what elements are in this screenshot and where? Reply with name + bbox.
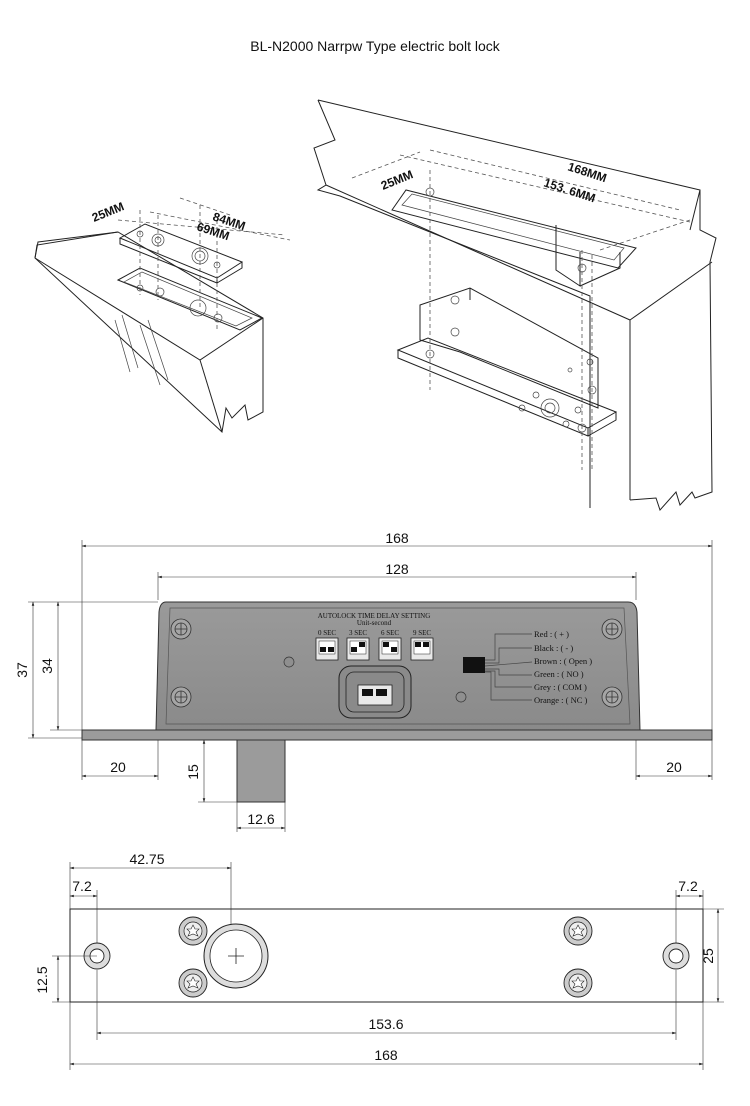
- panel-subtitle: Unit-second: [357, 619, 392, 627]
- dim-hole-offset: 42.75: [129, 851, 164, 867]
- svg-text:0 SEC: 0 SEC: [318, 629, 336, 637]
- dim-body-128: 128: [385, 561, 409, 577]
- wire-red: Red : ( + ): [534, 629, 569, 639]
- dim-edge-left: 7.2: [72, 878, 92, 894]
- dim-height-37: 37: [14, 662, 30, 678]
- mount-hole-icon: [662, 942, 690, 970]
- dim-overall-168: 168: [385, 530, 409, 546]
- iso-left-view: 25MM 84MM 69MM: [34, 197, 291, 433]
- screw-icon: [170, 618, 192, 640]
- page-title: BL-N2000 Narrpw Type electric bolt lock: [250, 38, 501, 54]
- svg-text:9 SEC: 9 SEC: [413, 629, 431, 637]
- torx-screw-icon: [178, 916, 208, 946]
- bottom-view: 42.75 7.2 7.2: [34, 851, 724, 1070]
- panel-title: AUTOLOCK TIME DELAY SETTING: [318, 612, 431, 620]
- torx-screw-icon: [178, 968, 208, 998]
- dim-hole-span: 153.6: [368, 1016, 403, 1032]
- dim-bolt-15: 15: [185, 764, 201, 780]
- dim-flange-left-20: 20: [110, 759, 126, 775]
- dim-edge-right: 7.2: [678, 878, 698, 894]
- front-view: 168 128: [14, 530, 713, 832]
- wire-black: Black : ( - ): [534, 643, 573, 653]
- screw-icon: [601, 686, 623, 708]
- dip-switch-3: 3 SEC: [346, 629, 370, 661]
- wire-green: Green : ( NO ): [534, 669, 584, 679]
- dim-height-34: 34: [39, 658, 55, 674]
- torx-screw-icon: [563, 968, 593, 998]
- bolt-hole-icon: [203, 923, 269, 989]
- indicator-hole: [455, 691, 467, 703]
- iso-right-view: 25MM 168MM 153. 6MM: [313, 99, 717, 511]
- wire-brown: Brown : ( Open ): [534, 656, 592, 666]
- wire-orange: Orange : ( NC ): [534, 695, 588, 705]
- iso-right-dim-25: 25MM: [379, 167, 415, 192]
- dip-switch-9: 9 SEC: [410, 629, 434, 661]
- dip-switch-6: 6 SEC: [378, 629, 402, 661]
- indicator-hole: [283, 656, 295, 668]
- dim-height-25: 25: [700, 948, 716, 964]
- torx-screw-icon: [563, 916, 593, 946]
- iso-left-dim-25: 25MM: [90, 199, 126, 224]
- screw-icon: [170, 686, 192, 708]
- dim-half-height: 12.5: [34, 966, 50, 993]
- wire-connector: [463, 657, 485, 673]
- dim-bottom-overall: 168: [374, 1047, 398, 1063]
- svg-text:6 SEC: 6 SEC: [381, 629, 399, 637]
- dim-flange-right-20: 20: [666, 759, 682, 775]
- screw-icon: [601, 618, 623, 640]
- svg-text:3 SEC: 3 SEC: [349, 629, 367, 637]
- wire-grey: Grey : ( COM ): [534, 682, 587, 692]
- dim-bolt-12-6: 12.6: [247, 811, 274, 827]
- dip-switch-0: 0 SEC: [315, 629, 339, 661]
